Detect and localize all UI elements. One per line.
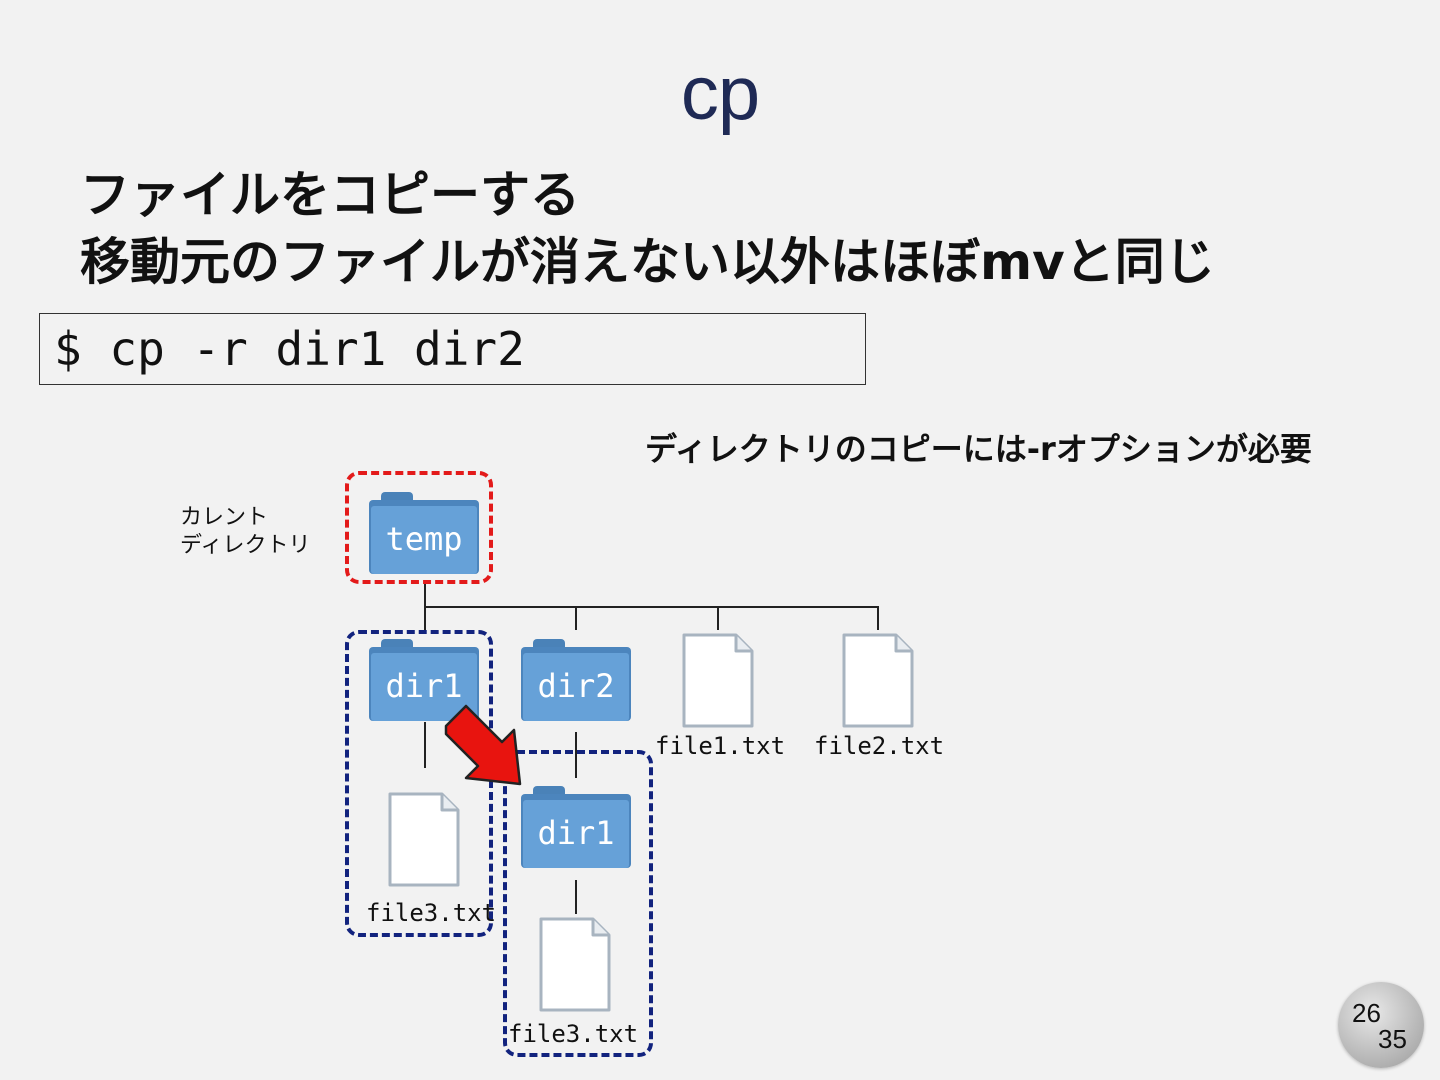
subtitle-line2: 移動元のファイルが消えない以外はほぼmvと同じ [80, 233, 1215, 291]
file1-label: file1.txt [655, 732, 786, 760]
current-directory-label: カレント ディレクトリ [180, 504, 310, 560]
page-badge [1338, 982, 1424, 1068]
file2-label: file2.txt [814, 732, 945, 760]
command-text: $ cp -r dir1 dir2 [54, 322, 525, 376]
file3-original-label: file3.txt [366, 899, 497, 927]
folder-icon-dir1-copy: dir1 [521, 786, 631, 872]
tree-line-file1 [717, 606, 719, 630]
tree-line-dir1copy-file3 [575, 880, 577, 914]
tree-line-root [424, 584, 426, 608]
folder-icon-dir2: dir2 [521, 639, 631, 725]
folder-icon-temp: temp [369, 492, 479, 578]
tree-line-dir2-dir1 [575, 732, 577, 778]
source-dir1-highlight [345, 630, 493, 937]
tree-line-dir1-file3 [424, 722, 426, 768]
tree-line-file2 [877, 606, 879, 630]
current-label-line2: ディレクトリ [180, 533, 311, 558]
folder-icon-dir1: dir1 [369, 639, 479, 725]
tree-line-horizontal [424, 606, 879, 608]
page-total: 35 [1378, 1024, 1407, 1054]
subtitle-line1: ファイルをコピーする [80, 166, 580, 224]
option-note: ディレクトリのコピーには-rオプションが必要 [645, 430, 1312, 468]
copy-arrow-icon [444, 704, 522, 786]
file3-copy-label: file3.txt [508, 1020, 639, 1048]
folder-label-dir1-copy: dir1 [537, 814, 615, 852]
current-label-line1: カレント [180, 505, 269, 530]
file-icon-file2 [842, 633, 914, 728]
tree-line-dir2 [575, 606, 577, 630]
file-icon-file1 [682, 633, 754, 728]
folder-label-dir1: dir1 [385, 667, 463, 705]
current-directory-highlight [345, 471, 493, 584]
copied-dir1-highlight [503, 750, 653, 1057]
command-box: $ cp -r dir1 dir2 [39, 313, 866, 385]
page-current: 26 [1352, 998, 1381, 1028]
tree-line-dir1 [424, 606, 426, 630]
file-icon-file3-original [388, 792, 460, 887]
folder-label-temp: temp [385, 520, 463, 558]
folder-label-dir2: dir2 [537, 667, 615, 705]
slide-title: cp [680, 51, 760, 136]
file-icon-file3-copy [539, 917, 611, 1012]
